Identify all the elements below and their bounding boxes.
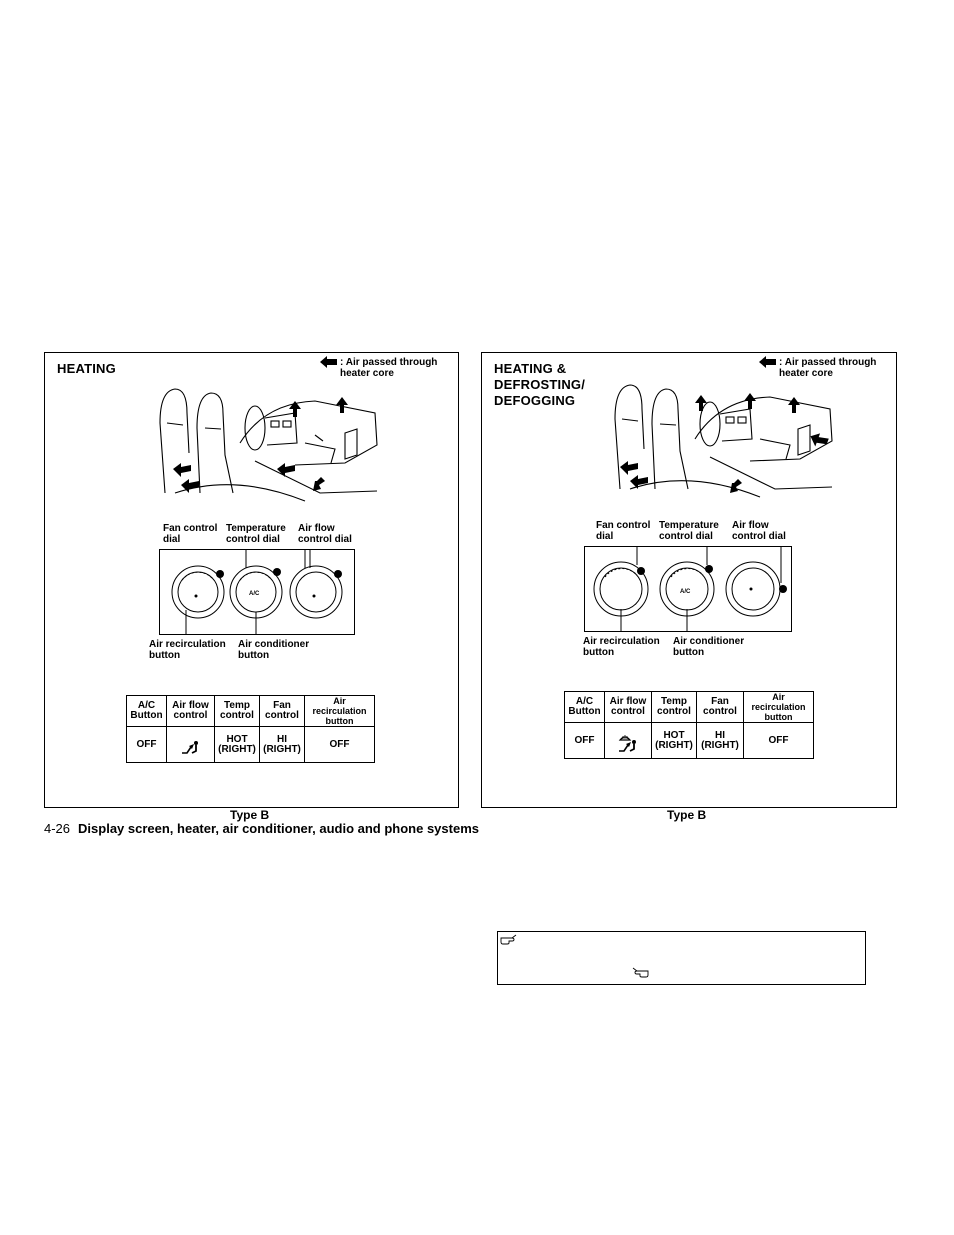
settings-table: A/C Button Air flow control Temp control…: [564, 691, 814, 759]
figure-caption-left: Type B: [230, 808, 270, 822]
fan-dial-label: Fan control dial: [163, 523, 218, 545]
value-ac: OFF: [564, 722, 605, 759]
svg-text:A/C: A/C: [680, 589, 691, 595]
figure-caption-right: Type B: [667, 808, 707, 822]
section-title: Display screen, heater, air conditioner,…: [78, 821, 479, 836]
value-airflow: [166, 726, 215, 763]
fan-dial-label: Fan control dial: [596, 520, 651, 542]
recirc-button-label: Air recirculation button: [583, 636, 660, 658]
table-value-row: OFF HOT (RIGHT) HI (RIGHT) OFF: [126, 726, 375, 763]
defrost-foot-icon: [618, 735, 636, 752]
airflow-dial-label: Air flow control dial: [298, 523, 352, 545]
header-airflow: Air flow control: [166, 695, 215, 727]
ac-button-label: Air conditioner button: [673, 636, 745, 658]
airflow-arrow-icon: [759, 356, 776, 368]
header-fan: Fan control: [696, 691, 744, 723]
value-fan: HI (RIGHT): [259, 726, 305, 763]
temp-dial-label: Temperature control dial: [226, 523, 286, 545]
header-temp: Temp control: [651, 691, 697, 723]
car-interior-illustration: [159, 388, 378, 502]
value-recirc: OFF: [743, 722, 814, 759]
panel-title: HEATING: [57, 361, 116, 376]
header-temp: Temp control: [214, 695, 260, 727]
value-temp: HOT (RIGHT): [651, 722, 697, 759]
dials-illustration: A/C: [593, 547, 787, 631]
header-recirc: Air recirculation button: [743, 691, 814, 723]
page-number: 4-26: [44, 821, 71, 836]
cross-reference-note-box: [497, 931, 866, 985]
heating-illustration-panel: HEATING : Air passed through heater core: [44, 352, 459, 808]
settings-table: A/C Button Air flow control Temp control…: [126, 695, 375, 763]
header-fan: Fan control: [259, 695, 305, 727]
value-fan: HI (RIGHT): [696, 722, 744, 759]
climate-control-panel: A/C: [584, 546, 792, 632]
legend-text: : Air passed through heater core: [779, 357, 877, 379]
value-temp: HOT (RIGHT): [214, 726, 260, 763]
table-value-row: OFF HOT (RIGHT) HI (RIGHT) OFF: [564, 722, 814, 759]
legend-text: : Air passed through heater core: [340, 357, 438, 379]
recirc-button-label: Air recirculation button: [149, 639, 226, 661]
dials-illustration: A/C: [171, 550, 343, 634]
header-ac: A/C Button: [126, 695, 167, 727]
heating-defrosting-illustration-panel: HEATING & DEFROSTING/ DEFOGGING : Air pa…: [481, 352, 897, 808]
legend: : Air passed through heater core: [320, 356, 438, 379]
value-recirc: OFF: [304, 726, 375, 763]
car-interior-illustration: [614, 384, 833, 498]
header-airflow: Air flow control: [604, 691, 652, 723]
legend: : Air passed through heater core: [759, 356, 877, 379]
svg-text:A/C: A/C: [249, 591, 260, 597]
climate-control-panel: A/C: [159, 549, 355, 635]
airflow-dial-label: Air flow control dial: [732, 520, 786, 542]
value-ac: OFF: [126, 726, 167, 763]
foot-vent-icon: [181, 741, 198, 754]
pointing-hand-icon: [500, 934, 517, 945]
header-recirc: Air recirculation button: [304, 695, 375, 727]
header-ac: A/C Button: [564, 691, 605, 723]
pointing-hand-icon: [632, 967, 649, 978]
value-airflow: [604, 722, 652, 759]
page-footer: 4-26 Display screen, heater, air conditio…: [44, 821, 479, 836]
panel-title: HEATING & DEFROSTING/ DEFOGGING: [494, 361, 586, 408]
table-header-row: A/C Button Air flow control Temp control…: [564, 691, 814, 723]
airflow-arrow-icon: [320, 356, 337, 368]
temp-dial-label: Temperature control dial: [659, 520, 719, 542]
table-header-row: A/C Button Air flow control Temp control…: [126, 695, 375, 727]
ac-button-label: Air conditioner button: [238, 639, 310, 661]
